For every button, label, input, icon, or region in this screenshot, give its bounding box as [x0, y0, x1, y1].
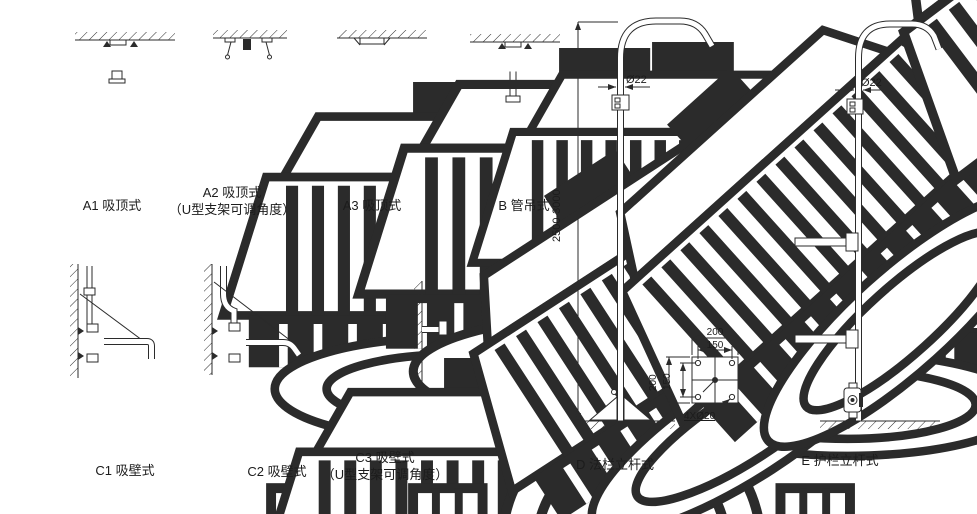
- drawing-c2-wall-mount: [204, 46, 967, 514]
- label-c3: C3 吸壁式 （U型支架可调角度）: [322, 449, 448, 483]
- dim-pole-d-diameter: Ø22: [626, 74, 647, 86]
- drawing-b-pipe-pendant: [470, 34, 977, 457]
- drawing-c3-wall-mount-u-bracket: [414, 0, 977, 514]
- label-a3: A3 吸顶式: [342, 198, 402, 213]
- label-c1: C1 吸壁式: [95, 463, 155, 478]
- label-a2-line1: A2 吸顶式: [202, 185, 262, 200]
- drawing-a2-ceiling-mount-u-bracket: [213, 30, 852, 427]
- drawing-e-guardrail-pole: [794, 20, 943, 429]
- dim-pole-height-range: 2500-3000: [551, 189, 563, 242]
- dim-plate-width-outer: 200: [706, 327, 724, 338]
- label-a2: A2 吸顶式 （U型支架可调角度）: [169, 184, 295, 218]
- drawing-a1-ceiling-mount: [75, 32, 733, 442]
- dim-bolt-holes: 4XØ20: [684, 411, 716, 422]
- label-c3-line2: （U型支架可调角度）: [321, 467, 449, 482]
- label-e: E 护栏立杆式: [801, 453, 879, 468]
- dim-plate-bolt-spacing-x: 150: [706, 340, 724, 351]
- drawing-c1-wall-mount: [70, 264, 718, 514]
- drawing-a3-ceiling-mount: [337, 30, 915, 382]
- dim-pole-e-diameter: Ø22: [861, 77, 882, 89]
- drawing-d-base-plate-plan: [666, 335, 739, 413]
- label-a2-line2: （U型支架可调角度）: [168, 202, 296, 217]
- label-d: D 法栏立杆式: [575, 457, 655, 472]
- dim-plate-bolt-spacing-y: 150: [662, 373, 673, 390]
- drawing-d-flange-pole: [575, 0, 977, 429]
- dim-plate-height-outer: 200: [648, 374, 659, 391]
- label-c2: C2 吸壁式: [247, 464, 307, 479]
- label-b: B 管吊式: [498, 198, 550, 213]
- label-c3-line1: C3 吸壁式: [355, 450, 415, 465]
- label-a1: A1 吸顶式: [82, 198, 142, 213]
